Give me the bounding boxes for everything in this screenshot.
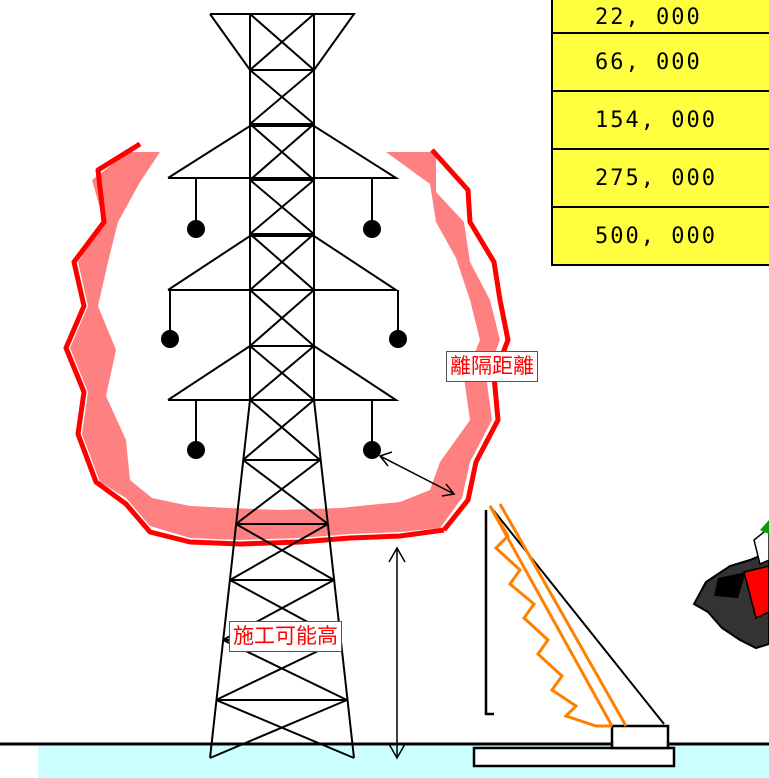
tower-crossarm-upper [167, 125, 400, 179]
crane-truck-icon [472, 503, 676, 768]
conductor-dot [187, 220, 205, 238]
conductor-dot [161, 330, 179, 348]
conductor-dot [363, 220, 381, 238]
voltage-cell: 500, 000 [551, 206, 769, 266]
voltage-table: 22, 000 66, 000 154, 000 275, 000 500, 0… [551, 0, 769, 266]
height-arrow [388, 546, 406, 760]
conductor-dot [389, 330, 407, 348]
voltage-row: 275, 000 [551, 148, 769, 208]
tower-crossarm-lower [167, 345, 400, 401]
voltage-cell: 22, 000 [551, 0, 769, 34]
crane-cab [610, 724, 670, 750]
crane-cable [489, 505, 665, 725]
tower-crossarm-middle [167, 235, 400, 291]
workable-height-label: 施工可能高 [229, 621, 342, 652]
voltage-row: 22, 000 [551, 0, 769, 34]
conductors [161, 220, 407, 459]
conductor-dot [363, 441, 381, 459]
voltage-row: 500, 000 [551, 206, 769, 266]
clearance-arrow [378, 451, 456, 497]
clearance-distance-label: 離隔距離 [446, 351, 538, 382]
clearance-zone-outline-right [430, 148, 511, 532]
voltage-cell: 275, 000 [551, 148, 769, 208]
voltage-cell: 66, 000 [551, 32, 769, 92]
crane-boom [488, 503, 628, 728]
crane-base [472, 746, 676, 768]
worker-figure-icon [692, 520, 769, 650]
conductor-dot [187, 441, 205, 459]
crane-hook-line [484, 510, 494, 716]
voltage-row: 154, 000 [551, 90, 769, 150]
clearance-zone-band [70, 152, 500, 540]
voltage-cell: 154, 000 [551, 90, 769, 150]
clearance-zone-outline-left [63, 141, 445, 547]
voltage-row: 66, 000 [551, 32, 769, 92]
clearance-zone [63, 141, 511, 547]
